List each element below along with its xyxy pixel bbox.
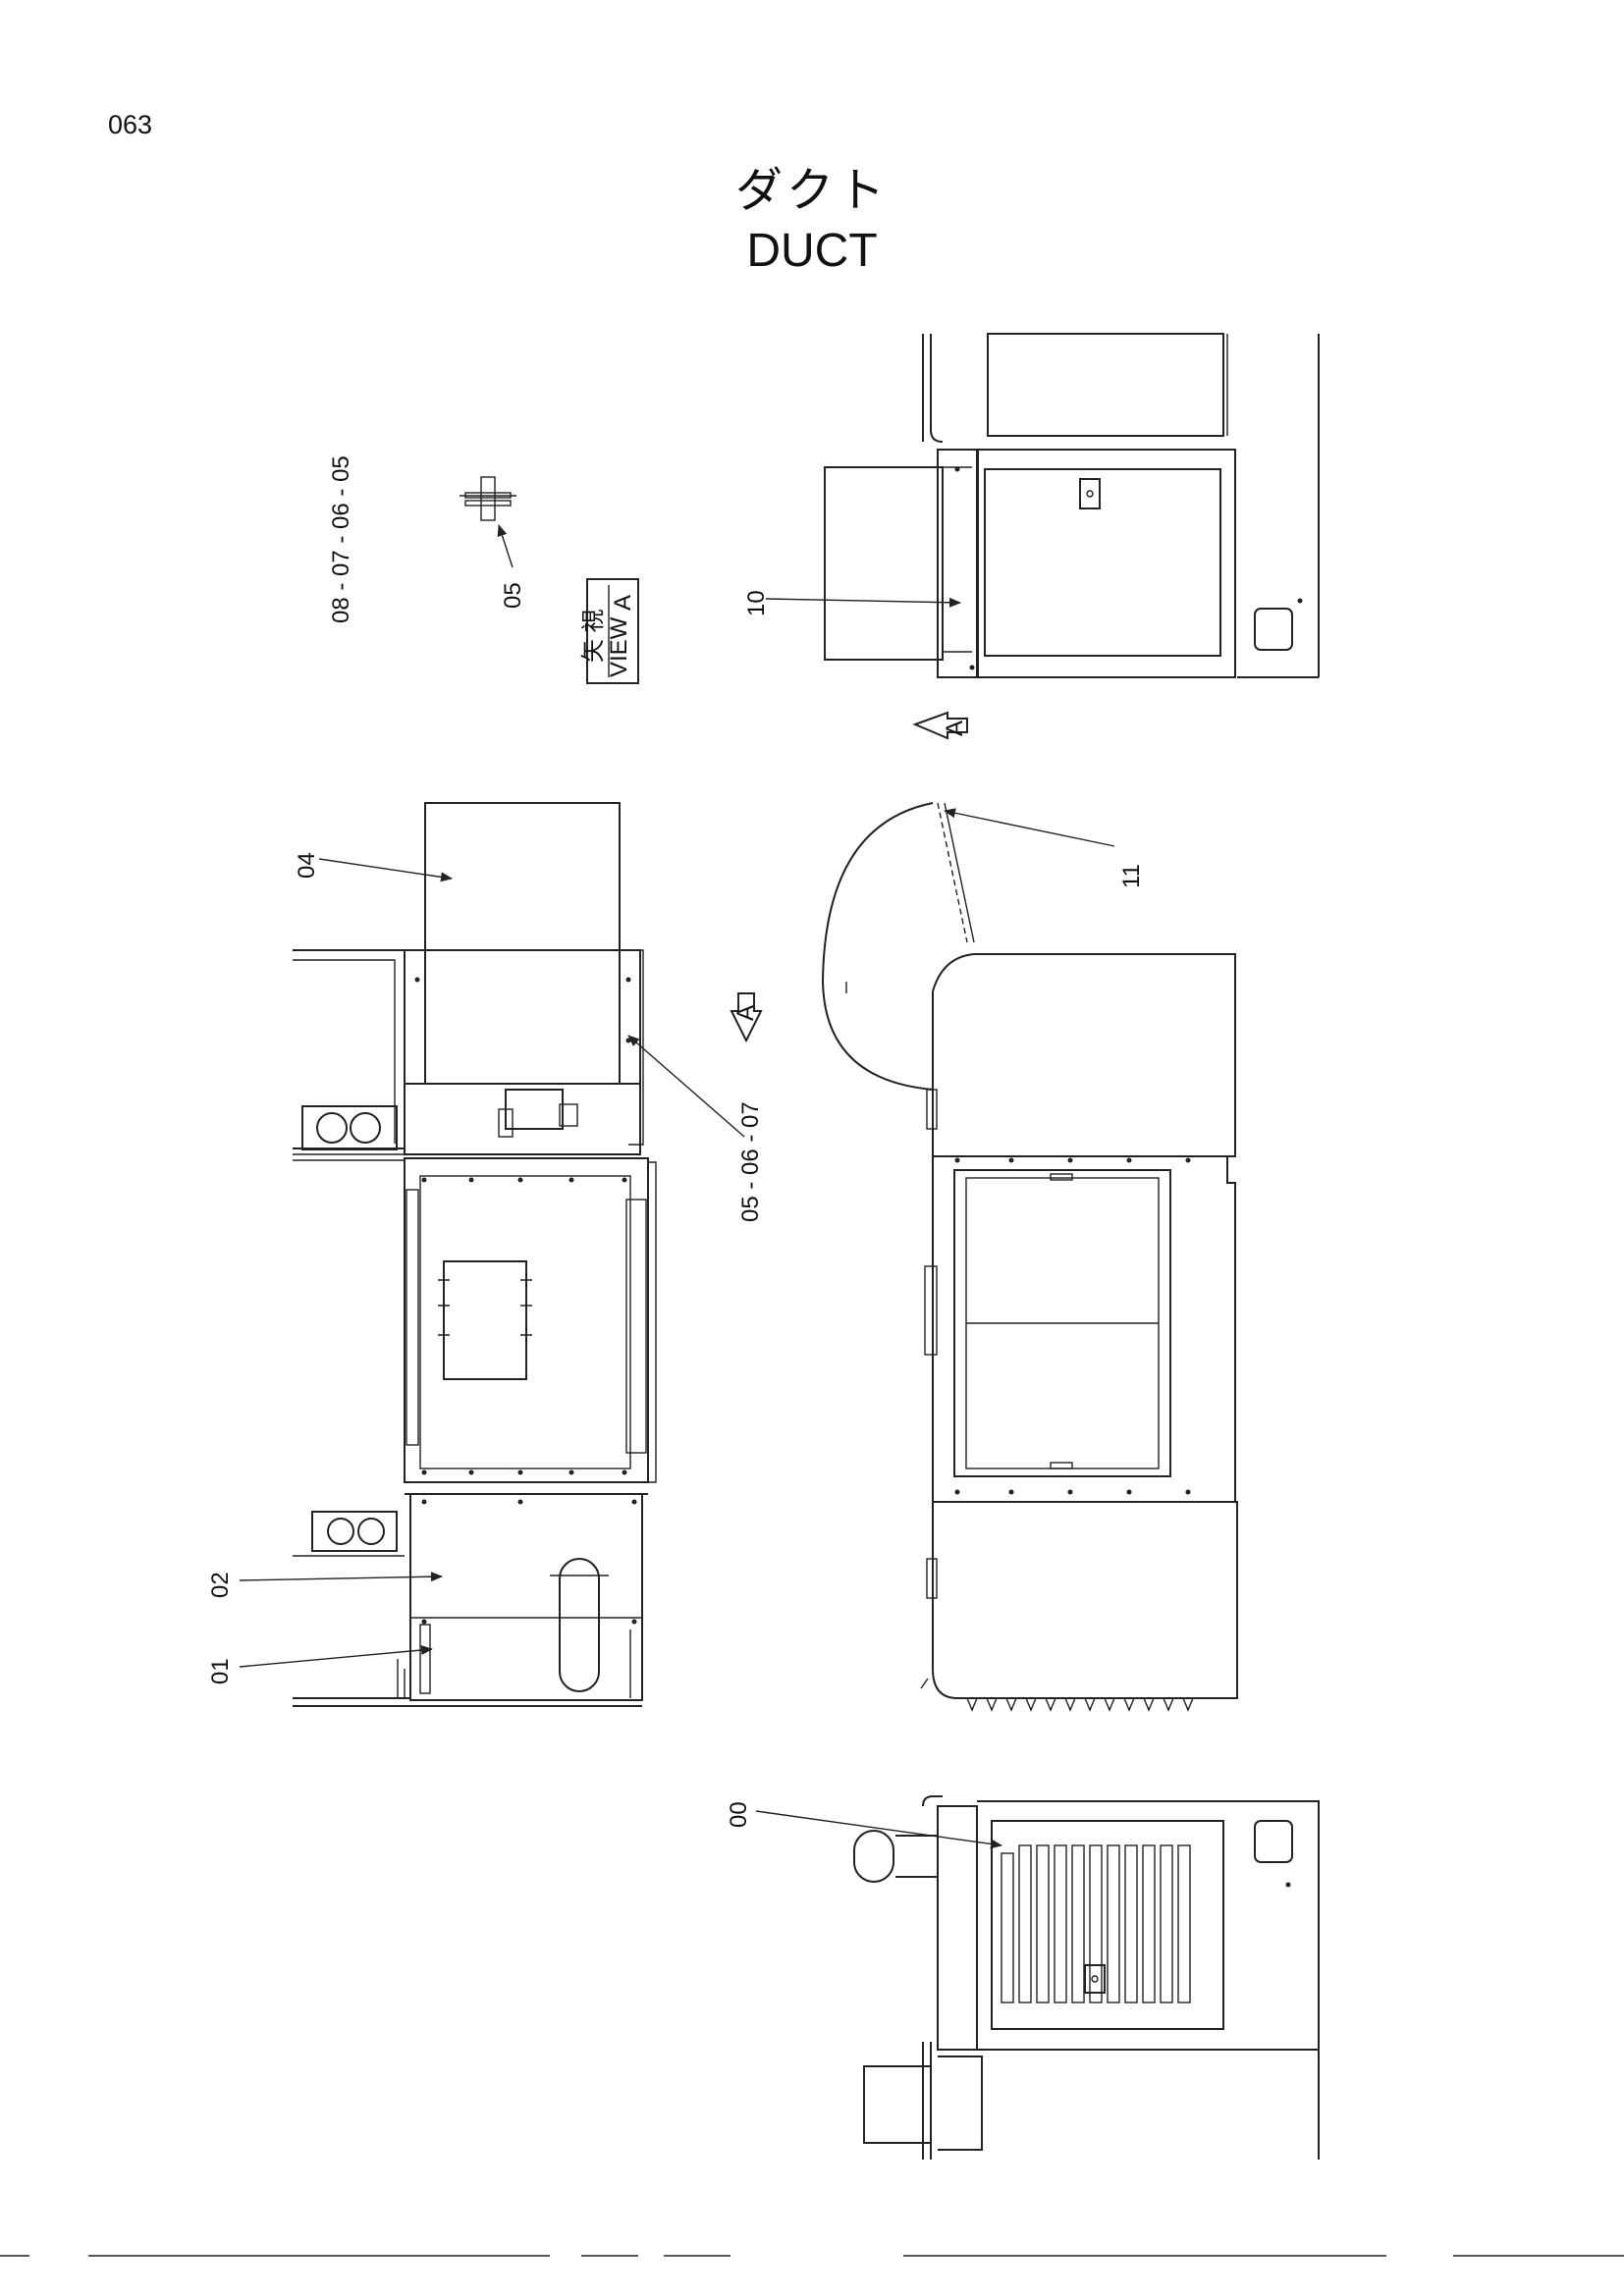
callout-04: 04 (294, 852, 320, 879)
callout-group-top: 08 - 07 - 06 - 05 (328, 455, 354, 623)
view-marker-1: A (942, 721, 968, 736)
bottom-right-view (853, 1795, 1320, 2160)
callout-05-top: 05 (500, 582, 526, 609)
callout-01: 01 (207, 1658, 234, 1684)
title-japanese: ダクト (734, 163, 889, 218)
top-view-assembly (293, 802, 657, 1707)
side-view-assembly (821, 802, 1238, 1712)
callout-02: 02 (207, 1572, 234, 1598)
part-00-grille (991, 1820, 1224, 2030)
part-04-cover (424, 802, 621, 1085)
view-arrow-a-lower: A (730, 992, 763, 1043)
view-box-jp: 矢 視 (580, 609, 607, 663)
title-english: DUCT (746, 225, 878, 277)
leader-lines (239, 524, 1115, 1849)
part-02-panel (409, 1493, 643, 1701)
callout-00: 00 (726, 1801, 752, 1828)
callout-10: 10 (743, 590, 770, 616)
right-top-view (824, 333, 1320, 678)
view-arrow-a-upper: A (912, 711, 968, 740)
view-box-letter: A (610, 595, 636, 611)
callout-labels: 08 - 07 - 06 - 05 05 10 04 05 - 06 - 07 … (207, 455, 1145, 1828)
view-a-box: 矢 視 VIEW A (580, 578, 639, 684)
callout-11: 11 (1118, 864, 1145, 888)
view-box-en: VIEW (606, 616, 632, 677)
page-number: 063 (108, 110, 153, 139)
callout-group-mid: 05 - 06 - 07 (737, 1101, 764, 1222)
view-a-detail (460, 476, 516, 521)
part-01-pipe (559, 1558, 600, 1692)
view-marker-2: A (732, 1005, 759, 1021)
